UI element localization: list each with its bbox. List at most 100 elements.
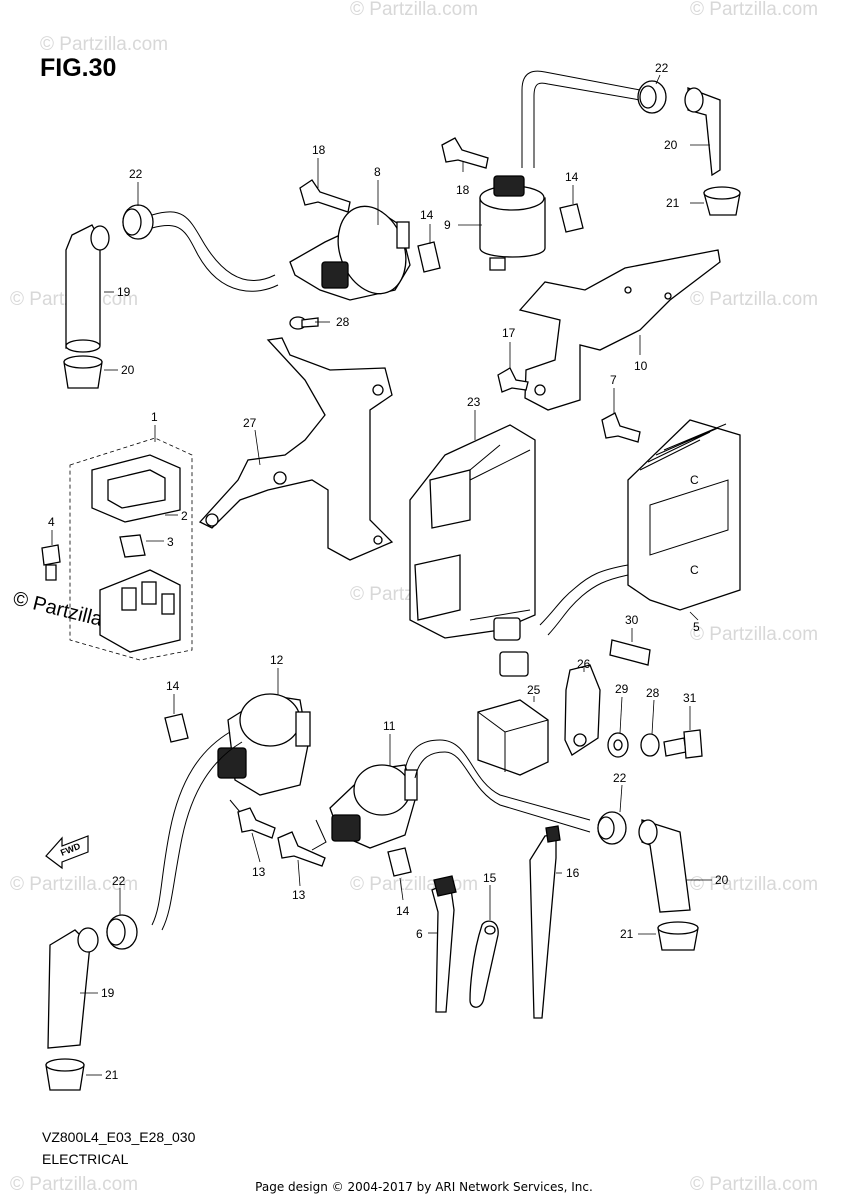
watermark-text: © Partzilla.com bbox=[350, 874, 478, 895]
ignition-coil-12-top bbox=[239, 693, 301, 747]
bolt-18 bbox=[299, 179, 351, 213]
ignition-coil-11-group bbox=[329, 739, 699, 1019]
callout-2: 2 bbox=[181, 509, 188, 523]
ecm-connector-lower bbox=[414, 554, 461, 621]
seal-22-inner bbox=[122, 208, 142, 236]
washer-28 bbox=[640, 733, 660, 757]
bolt-4 bbox=[41, 544, 61, 566]
callout-4: 4 bbox=[48, 515, 55, 529]
fuse-slot bbox=[141, 581, 157, 605]
watermark-text: © Partzilla.com bbox=[690, 1174, 818, 1195]
plug-cap-19 bbox=[47, 929, 91, 1049]
fuse-3 bbox=[119, 534, 146, 558]
callout-31: 31 bbox=[683, 691, 697, 705]
bolt-7 bbox=[601, 412, 641, 443]
bolt-17 bbox=[497, 367, 529, 393]
callout-12: 12 bbox=[270, 653, 284, 667]
callout-22: 22 bbox=[112, 874, 126, 888]
callout-1: 1 bbox=[151, 410, 158, 424]
ignition-coil-11-top bbox=[353, 764, 411, 816]
regulator-wire bbox=[547, 574, 629, 636]
callout-19: 19 bbox=[101, 986, 115, 1000]
clamp-15-hole bbox=[484, 925, 496, 935]
callout-6: 6 bbox=[416, 927, 423, 941]
regulator-connector bbox=[499, 651, 529, 677]
relay-24-group bbox=[477, 664, 703, 776]
seal-22-inner bbox=[106, 918, 126, 946]
watermark-text: © Partzilla.com bbox=[40, 34, 168, 55]
coil-9-terminal bbox=[489, 257, 506, 271]
callout-21: 21 bbox=[620, 927, 634, 941]
watermark-text: © Partzilla.com bbox=[10, 1174, 138, 1195]
cap-21-top bbox=[45, 1058, 85, 1072]
bolt-13 bbox=[277, 831, 326, 867]
ecm-connector-upper bbox=[429, 469, 471, 529]
fuse-box-base bbox=[99, 569, 181, 653]
callout-8: 8 bbox=[374, 165, 381, 179]
callout-16: 16 bbox=[566, 866, 580, 880]
regulator-marking: C bbox=[690, 473, 699, 487]
hv-cable bbox=[414, 751, 591, 833]
seal-22-inner bbox=[597, 816, 615, 840]
coil-8-terminal bbox=[396, 221, 410, 249]
callout-3: 3 bbox=[167, 535, 174, 549]
callout-13: 13 bbox=[292, 888, 306, 902]
callout-10: 10 bbox=[634, 359, 648, 373]
page-design-credit: Page design © 2004-2017 by ARI Network S… bbox=[255, 1180, 593, 1194]
plug-cap-19-top bbox=[77, 927, 99, 953]
hv-cable bbox=[151, 211, 276, 281]
callout-25: 26 bbox=[577, 657, 591, 671]
callout-21: 20 bbox=[121, 363, 135, 377]
callout-29: 29 bbox=[615, 682, 629, 696]
collar-14 bbox=[387, 847, 412, 877]
callout-18: 18 bbox=[312, 143, 326, 157]
hv-cable bbox=[533, 82, 641, 118]
callout-14: 14 bbox=[166, 679, 180, 693]
clamp-15 bbox=[469, 920, 499, 1008]
leader-lines bbox=[51, 74, 712, 1076]
bolt-31-shank bbox=[663, 737, 687, 757]
plug-cap-20 bbox=[641, 819, 691, 913]
fuse-slot bbox=[121, 587, 137, 611]
callout-21: 21 bbox=[666, 196, 680, 210]
leader-line bbox=[229, 799, 327, 851]
fuse-box-cover-2-top bbox=[107, 469, 166, 509]
bracket-hole bbox=[373, 535, 383, 545]
section-name: ELECTRICAL bbox=[42, 1151, 129, 1167]
callout-20: 20 bbox=[664, 138, 678, 152]
hv-cable bbox=[404, 739, 591, 821]
bolt-13 bbox=[237, 807, 276, 839]
leader-line bbox=[619, 784, 623, 813]
fuse-box-1-outline bbox=[69, 437, 193, 661]
leader-line bbox=[251, 832, 261, 863]
callout-layer: 18 8 14 22 19 20 28 22 20 21 9 18 14 10 … bbox=[48, 61, 729, 1082]
callout-13: 13 bbox=[252, 865, 266, 879]
callout-22: 22 bbox=[613, 771, 627, 785]
bolt-18 bbox=[441, 137, 489, 169]
hv-cable bbox=[521, 70, 641, 118]
relay-24 bbox=[477, 699, 549, 776]
collar-14 bbox=[164, 713, 189, 743]
seal-22-inner bbox=[639, 85, 657, 109]
callout-14: 14 bbox=[396, 904, 410, 918]
screw-27-shank bbox=[301, 317, 319, 328]
regulator-5-group: C C bbox=[493, 412, 741, 677]
watermark-text: © Partzilla.com bbox=[690, 874, 818, 895]
leader-line bbox=[254, 429, 261, 466]
coil-8-connector bbox=[321, 261, 349, 289]
bracket-10 bbox=[518, 249, 721, 411]
leader-line bbox=[399, 877, 404, 901]
callout-17: 17 bbox=[502, 326, 516, 340]
callout-14: 14 bbox=[420, 208, 434, 222]
callout-15: 15 bbox=[483, 871, 497, 885]
model-code: VZ800L4_E03_E28_030 bbox=[42, 1129, 196, 1145]
leader-line bbox=[297, 859, 301, 887]
figure-title: FIG.30 bbox=[40, 54, 117, 82]
callout-21: 21 bbox=[105, 1068, 119, 1082]
collar-30 bbox=[609, 639, 651, 666]
bracket-hole bbox=[624, 286, 632, 294]
cap-21-top bbox=[63, 355, 103, 369]
callout-22: 22 bbox=[655, 61, 669, 75]
leader-line bbox=[619, 696, 623, 734]
watermark-text: © Partzilla.com bbox=[690, 289, 818, 310]
